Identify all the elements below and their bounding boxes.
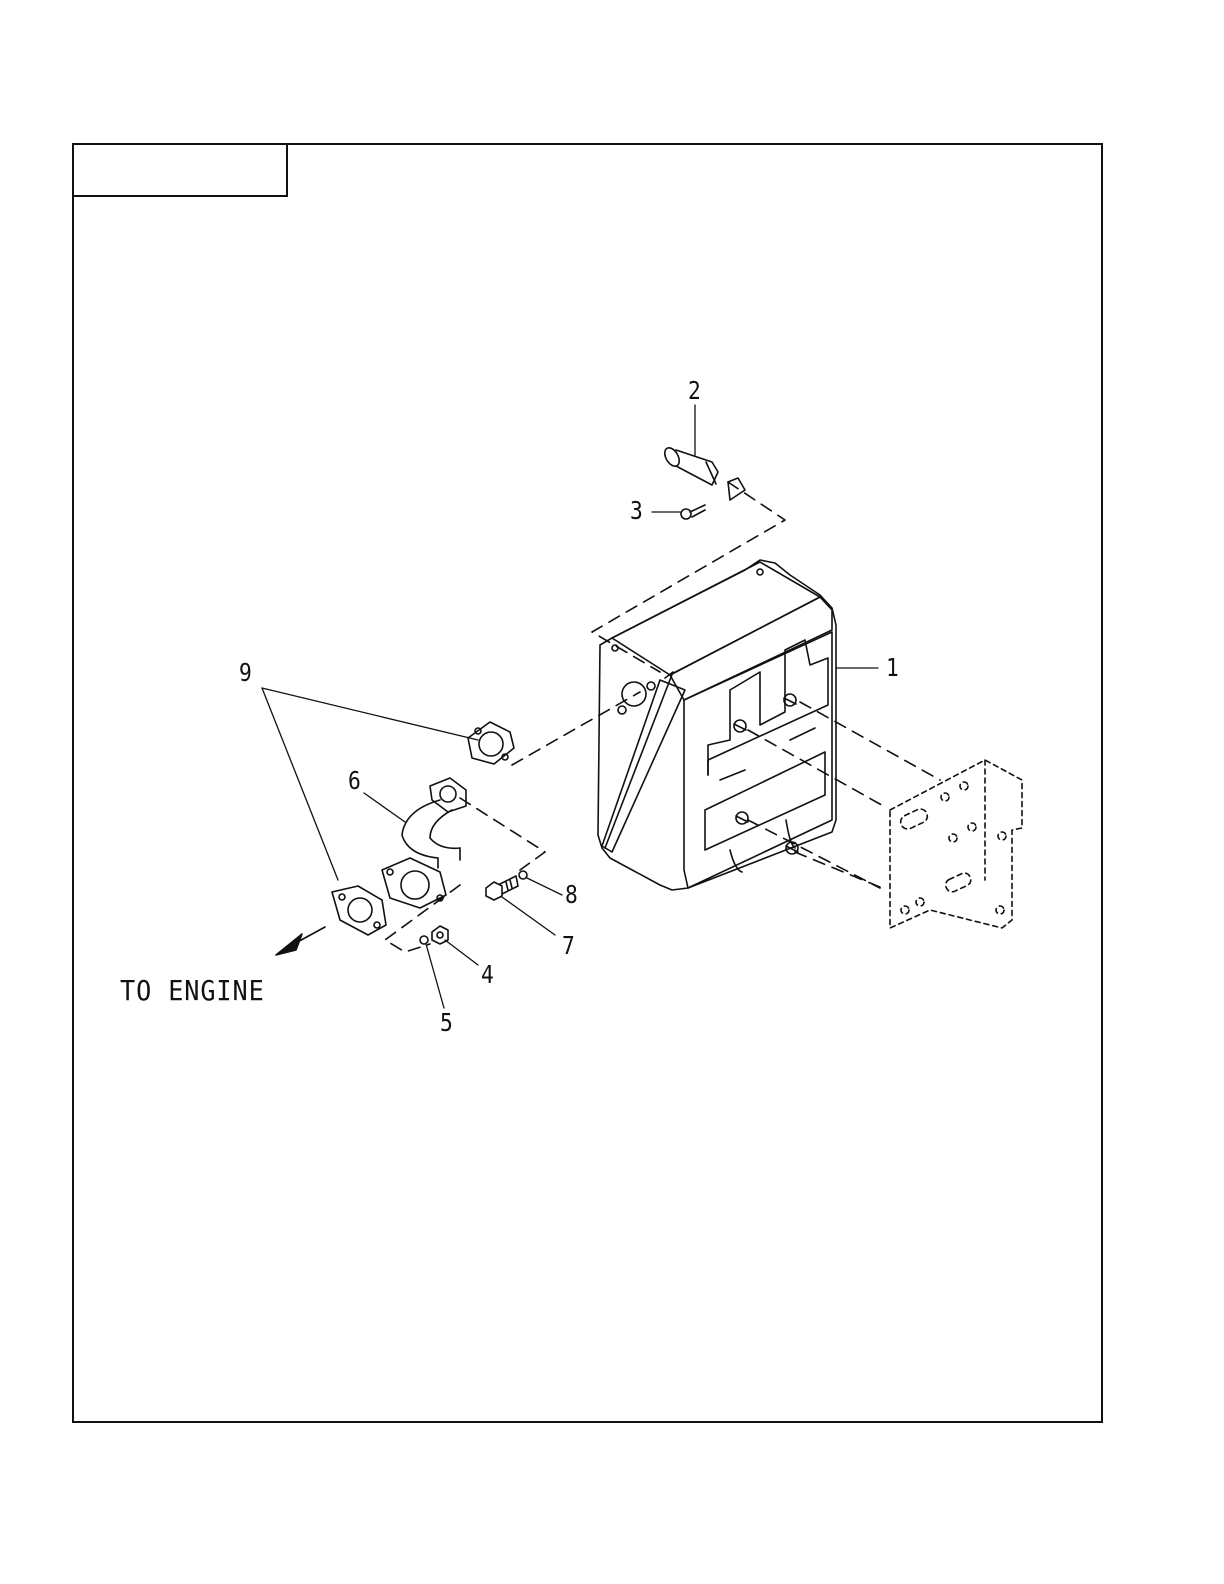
screw	[681, 505, 705, 519]
callout-7: 7	[562, 933, 575, 958]
callout-4: 4	[481, 962, 494, 987]
callout-6: 6	[348, 768, 361, 793]
lock-washer-8	[519, 871, 527, 879]
callout-2: 2	[688, 378, 701, 403]
callout-5: 5	[440, 1010, 453, 1035]
direction-arrow-icon	[276, 927, 325, 955]
callout-8: 8	[565, 882, 578, 907]
muffler-body	[598, 560, 836, 890]
nut	[432, 926, 448, 944]
mounting-bracket	[890, 760, 1022, 928]
to-engine-label: TO ENGINE	[120, 974, 265, 1007]
gasket-lower	[332, 886, 386, 935]
tail-pipe	[662, 445, 745, 500]
callout-3: 3	[630, 498, 643, 523]
assembly-guide-lines	[385, 482, 940, 952]
washer-5	[420, 936, 428, 944]
gasket-upper	[468, 722, 514, 764]
exhaust-elbow-pipe	[382, 778, 466, 908]
callout-1: 1	[886, 655, 899, 680]
callout-9: 9	[239, 660, 252, 685]
